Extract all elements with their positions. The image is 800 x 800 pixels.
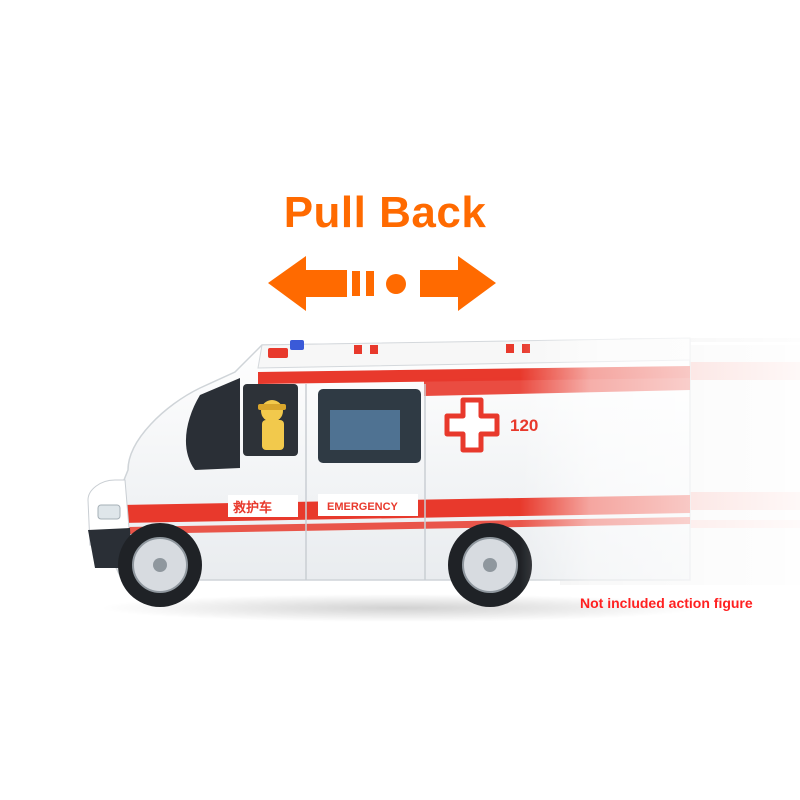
front-wheel [118,523,202,607]
arrow-right-icon [420,256,496,311]
cross-icon [444,397,500,453]
rear-wheel [448,523,532,607]
ambulance-icon [87,335,800,607]
vehicle-label-cn: 救护车 [233,500,272,516]
pull-indicator [352,271,406,296]
headline: Pull Back [283,188,487,237]
ground-shadow [100,594,700,622]
arrow-left-icon [268,256,347,311]
disclaimer-note: Not included action figure [580,595,753,611]
vehicle-number: 120 [510,416,538,435]
vehicle-label-en: EMERGENCY [327,501,399,513]
